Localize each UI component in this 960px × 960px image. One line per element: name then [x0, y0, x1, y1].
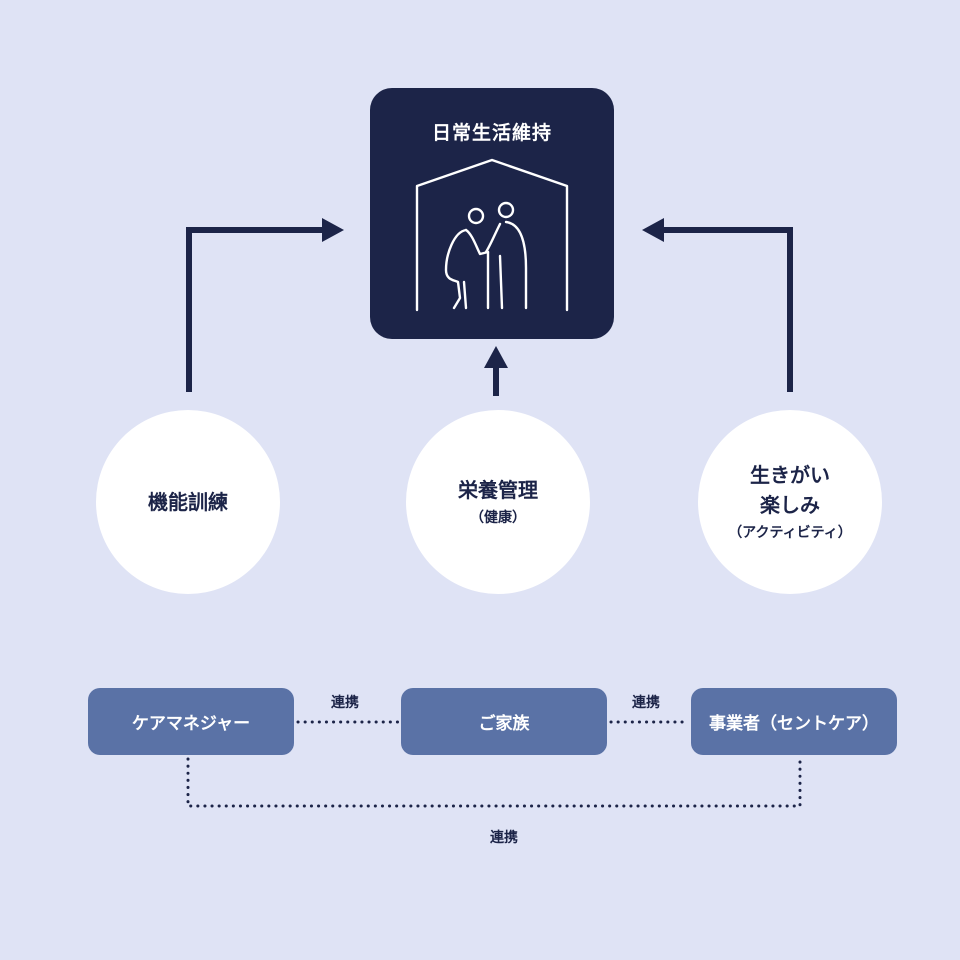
factor-label: 機能訓練 [148, 490, 228, 514]
goal-box: 日常生活維持 [370, 88, 614, 339]
arrow-activity [660, 227, 793, 392]
party-provider: 事業者（セントケア） [691, 688, 897, 755]
dotted-link-bottom [186, 757, 802, 808]
goal-title: 日常生活維持 [431, 122, 552, 144]
factor-label: 栄養管理 [458, 478, 538, 502]
factor-function-training: 機能訓練 [96, 410, 280, 594]
arrowhead-left [322, 218, 344, 242]
link-label-right: 連携 [632, 695, 660, 711]
party-family: ご家族 [401, 688, 607, 755]
factor-label-line1: 生きがい [750, 463, 830, 487]
factor-activity: 生きがい 楽しみ （アクティビティ） [698, 410, 882, 594]
factor-sub-label: （健康） [470, 510, 526, 526]
link-label-bottom: 連携 [490, 830, 518, 846]
factor-nutrition: 栄養管理 （健康） [406, 410, 590, 594]
arrowhead-right [642, 218, 664, 242]
party-care-manager: ケアマネジャー [88, 688, 294, 755]
elderly-couple-house-icon [415, 158, 569, 312]
arrow-function-training [186, 227, 326, 392]
arrowhead-center [484, 346, 508, 368]
factor-sub-label: （アクティビティ） [728, 525, 852, 541]
link-label-left: 連携 [331, 695, 359, 711]
factor-label-line2: 楽しみ [760, 493, 820, 517]
